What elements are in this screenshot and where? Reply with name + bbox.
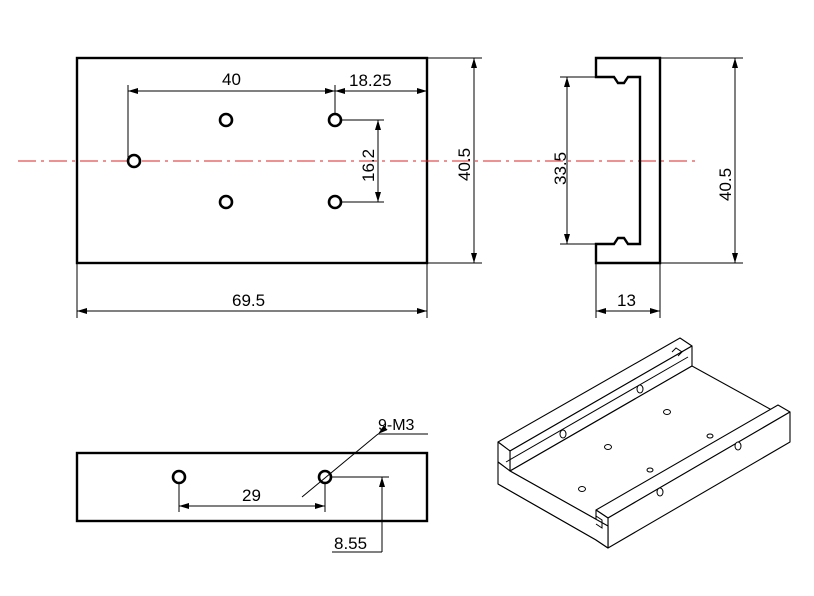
dim-label-40-5-side: 40.5 — [716, 168, 735, 201]
hole-bottom-mid — [218, 194, 234, 210]
hole-left — [126, 153, 142, 169]
dim-label-69-5: 69.5 — [232, 291, 265, 310]
top-view: 40 18.25 16.2 40.5 69.5 — [18, 56, 700, 318]
dim-label-33-5: 33.5 — [551, 152, 570, 185]
front-hole-left — [171, 469, 187, 485]
hole-top-right — [327, 112, 343, 128]
dim-label-40: 40 — [222, 70, 241, 89]
front-view-outline — [75, 451, 429, 523]
dim-label-40-5-top: 40.5 — [455, 148, 474, 181]
dim-label-16-2: 16.2 — [359, 149, 378, 182]
dim-label-18-25: 18.25 — [349, 71, 392, 90]
isometric-view — [497, 337, 791, 549]
hole-bottom-right — [327, 194, 343, 210]
thread-callout-label: 9-M3 — [378, 417, 415, 434]
side-view: 33.5 40.5 13 — [551, 56, 743, 318]
front-view: 29 8.55 9-M3 — [75, 417, 429, 553]
dim-label-13: 13 — [617, 291, 636, 310]
dim-label-8-55: 8.55 — [334, 534, 367, 553]
hole-top-mid — [218, 112, 234, 128]
thread-leader-line — [301, 425, 388, 498]
side-view-profile — [594, 56, 662, 265]
dim-label-29: 29 — [242, 486, 261, 505]
